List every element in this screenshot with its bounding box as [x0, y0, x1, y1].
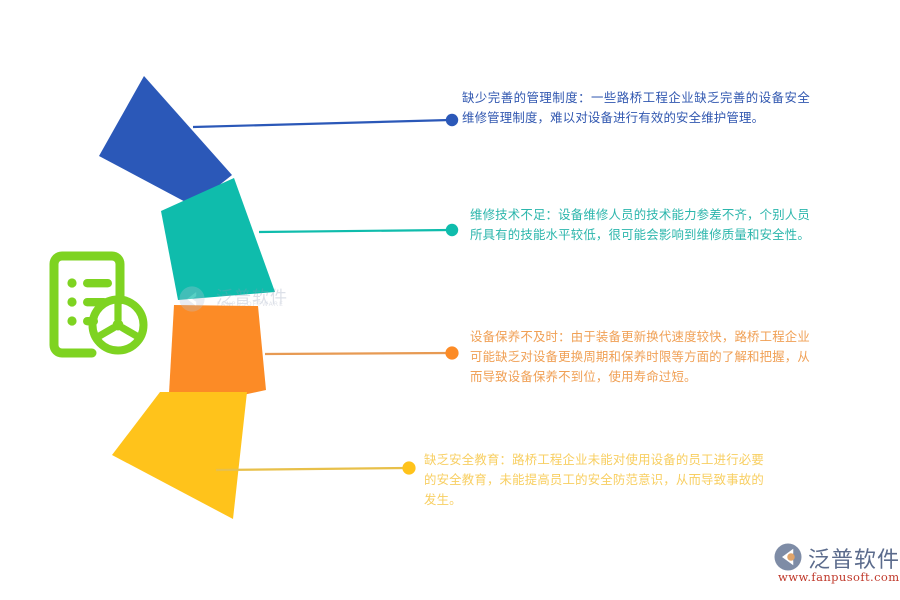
fanpu-logo-url: www.fanpusoft.com [778, 570, 900, 584]
callout-text-untimely-upkeep: 设备保养不及时：由于装备更新换代速度较快，路桥工程企业可能缺乏对设备更换周期和保… [470, 329, 810, 385]
fanpu-logo-title: 泛普软件 [808, 548, 900, 573]
fanpu-logo-mark [774, 543, 802, 571]
connector-line-0 [192, 113, 459, 129]
connector-dot-3 [402, 461, 416, 475]
ribbon-segment-orange [168, 305, 266, 411]
clipboard-steering-wheel-icon [49, 251, 148, 358]
connector-line-1 [258, 223, 459, 237]
callout-text-maintenance-skill: 维修技术不足：设备维修人员的技术能力参差不齐，个别人员所具有的技能水平较低，很可… [470, 207, 810, 243]
callout-text-safety-education: 缺乏安全教育：路桥工程企业未能对使用设备的员工进行必要的安全教育，未能提高员工的… [424, 452, 764, 508]
ribbon-segment-yellow [112, 392, 247, 519]
connector-dot-1 [445, 223, 459, 237]
callout-text-management-system: 缺少完善的管理制度：一些路桥工程企业缺乏完善的设备安全维修管理制度，难以对设备进… [462, 90, 810, 126]
ribbon-segment-blue [99, 76, 232, 206]
ribbon-segment-teal [161, 178, 275, 300]
connector-dot-0 [445, 113, 459, 127]
connector-line-2 [264, 346, 459, 360]
connector-dot-2 [445, 346, 459, 360]
connector-line-3 [215, 461, 416, 475]
fanpu-logo: 泛普软件 www.fanpusoft.com [772, 542, 899, 592]
